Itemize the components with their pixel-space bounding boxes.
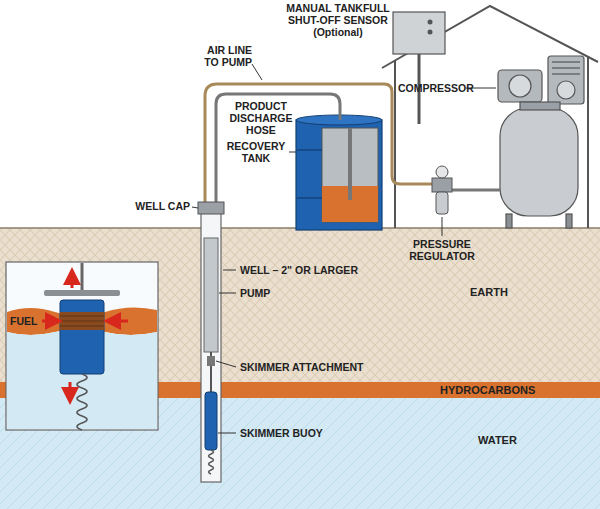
- part-label: FUEL: [10, 315, 37, 327]
- layer-label: HYDROCARBONS: [440, 383, 535, 397]
- ground-band: WATER: [0, 398, 600, 509]
- discharge-hose: [216, 94, 340, 205]
- compressor: [498, 56, 584, 228]
- inset: [6, 262, 158, 430]
- label-box: MANUAL TANKFULL SHUT-OFF SENSOR (Optiona…: [282, 2, 394, 38]
- part-label: AIR LINE TO PUMP: [204, 44, 252, 68]
- part-label: MANUAL TANKFULL SHUT-OFF SENSOR (Optiona…: [286, 2, 389, 38]
- label-box: WELL CAP: [126, 200, 190, 212]
- pressure-regulator: [432, 166, 452, 214]
- sensor-box: [393, 12, 445, 124]
- part-label: RECOVERY TANK: [227, 140, 286, 164]
- ground-band: HYDROCARBONS: [0, 382, 600, 398]
- part-label: SKIMMER ATTACHMENT: [240, 361, 363, 373]
- part-label: SKIMMER BUOY: [240, 427, 323, 439]
- part-label: WELL CAP: [135, 200, 190, 212]
- earth-layer: [0, 228, 600, 382]
- part-label: PUMP: [240, 287, 270, 299]
- label-box: AIR LINE TO PUMP: [194, 44, 252, 68]
- label-box: WELL – 2" OR LARGER: [240, 264, 410, 276]
- label-box: PRODUCT DISCHARGE HOSE: [224, 100, 298, 136]
- part-label: WELL – 2" OR LARGER: [240, 264, 358, 276]
- label-box: PUMP: [240, 287, 320, 299]
- leader-lines: [192, 64, 496, 433]
- ground-band: EARTH: [0, 228, 600, 382]
- label-box: COMPRESSOR: [398, 82, 466, 94]
- label-box: FUEL: [10, 315, 44, 327]
- part-label: PRESSURE REGULATOR: [409, 238, 475, 262]
- part-label: COMPRESSOR: [398, 82, 474, 94]
- part-label: PRODUCT DISCHARGE HOSE: [229, 100, 292, 136]
- compressor-line: [452, 189, 500, 192]
- well: [198, 202, 224, 482]
- recovery-tank: [296, 115, 382, 230]
- label-box: SKIMMER ATTACHMENT: [240, 361, 400, 373]
- label-box: PRESSURE REGULATOR: [394, 238, 490, 262]
- layer-label: WATER: [478, 434, 517, 446]
- label-box: SKIMMER BUOY: [240, 427, 360, 439]
- label-box: RECOVERY TANK: [224, 140, 288, 164]
- house: [382, 6, 598, 228]
- layer-label: EARTH: [470, 286, 508, 298]
- air-line: [205, 84, 432, 205]
